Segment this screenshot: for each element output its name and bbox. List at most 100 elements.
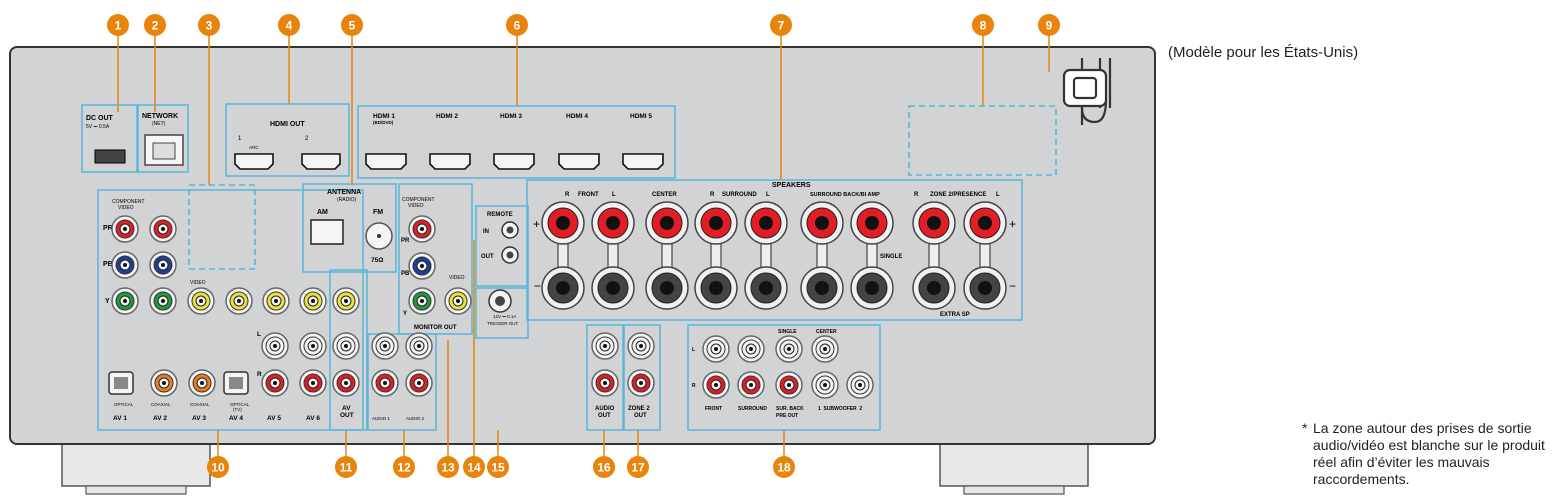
av6-audio-r-jack [299, 369, 327, 397]
speakers-label: SPEAKERS [772, 182, 811, 189]
zone2-out-r-jack [627, 369, 655, 397]
av4-label: AV 4 [229, 415, 243, 422]
rca-jacks [111, 215, 874, 399]
pre-front-l-jack [702, 335, 730, 363]
audio-l-label: L [257, 331, 261, 338]
hdmi4-label: HDMI 4 [566, 113, 588, 120]
av3-label: AV 3 [192, 415, 206, 422]
zone2-out-label2: OUT [634, 413, 647, 419]
front-label: FRONT [578, 192, 599, 198]
av-out-audio-r-jack [332, 369, 360, 397]
monitor-y: Y [403, 311, 407, 317]
callout-2: 2 [144, 14, 166, 36]
av5-label: AV 5 [267, 415, 281, 422]
network-sub: (NET) [152, 121, 166, 127]
coaxial-label-2: COAXIAL [190, 402, 210, 407]
surround-back-label: SURROUND BACK/BI AMP [810, 192, 880, 198]
footnote: * La zone autour des prises de sortie au… [1302, 420, 1553, 488]
optical-av1 [108, 371, 134, 395]
svg-text:5: 5 [349, 19, 356, 33]
monitor-video: VIDEO [449, 275, 465, 281]
dc-out-label: DC OUT [86, 115, 114, 122]
empty-area-8 [908, 105, 1057, 176]
remote-in-jack [501, 221, 519, 239]
callout-1: 1 [107, 14, 129, 36]
fm-label: FM [373, 209, 383, 216]
pre-front-r-jack [702, 371, 730, 399]
monitor-y-jack [408, 287, 436, 315]
callout-9: 9 [1038, 14, 1060, 36]
component-label2: VIDEO [118, 205, 134, 211]
monitor-pb-jack [408, 252, 436, 280]
hdmi-out-ports [234, 153, 341, 170]
audio1-r-jack [371, 369, 399, 397]
component-label: COMPONENT [112, 199, 145, 205]
callout-4: 4 [278, 14, 300, 36]
component-pr-jack-1 [111, 215, 139, 243]
svg-text:9: 9 [1046, 19, 1053, 33]
speaker-terminal-1 [541, 201, 585, 310]
hdmi-out-label: HDMI OUT [270, 121, 305, 128]
remote-out-jack [501, 246, 519, 264]
monitor-pb: PB [401, 271, 410, 277]
zone2-label: ZONE 2/PRESENCE [930, 192, 986, 198]
callout-10: 10 [207, 456, 229, 478]
audio2-l-jack [405, 332, 433, 360]
zone2-r-mark: R [914, 192, 919, 198]
av6-audio-l-jack [299, 332, 327, 360]
svg-text:16: 16 [597, 461, 611, 475]
video-label: VIDEO [190, 280, 206, 286]
pre-l-mark: L [692, 347, 695, 353]
y-label: Y [105, 298, 110, 305]
surround-l-mark: L [766, 192, 770, 198]
audio-r-label: R [257, 371, 262, 378]
subwoofer-label: 1 SUBWOOFER 2 [818, 406, 862, 412]
pre-front-label: FRONT [705, 406, 722, 412]
svg-text:7: 7 [778, 19, 785, 33]
speaker-terminal-9 [963, 201, 1007, 310]
ohm-label: 75Ω [371, 257, 383, 264]
extra-sp-label: EXTRA SP [940, 312, 970, 318]
left-foot [61, 443, 211, 495]
monitor-pr: PR [401, 238, 410, 244]
av2-label: AV 2 [153, 415, 167, 422]
minus-left: − [534, 279, 541, 293]
remote-label: REMOTE [487, 212, 513, 218]
av-out-label2: OUT [340, 412, 354, 419]
svg-text:11: 11 [340, 461, 353, 475]
svg-text:10: 10 [211, 461, 225, 475]
component-pb-jack-2 [149, 251, 177, 279]
callout-17: 17 [627, 456, 649, 478]
audio-out-r-jack [591, 369, 619, 397]
optical-av4 [223, 371, 249, 395]
audio-out-label: AUDIO [595, 406, 615, 412]
leader-lines [117, 34, 1050, 458]
speaker-terminal-3 [645, 201, 689, 310]
power-cord [1062, 58, 1112, 125]
usb-port [94, 149, 126, 164]
speaker-terminal-7 [850, 201, 894, 310]
plus-right: + [1009, 217, 1016, 231]
av-out-video-jack [332, 287, 360, 315]
pre-sur-back-label: SUR. BACK [776, 406, 804, 412]
svg-text:1: 1 [115, 19, 122, 33]
network-label: NETWORK [142, 113, 178, 120]
callout-5: 5 [341, 14, 363, 36]
pre-center-label: CENTER [816, 329, 837, 335]
audio1-l-jack [371, 332, 399, 360]
pre-surround-label: SURROUND [738, 406, 767, 412]
single-label: SINGLE [880, 254, 902, 260]
minus-right: − [1009, 279, 1016, 293]
svg-text:8: 8 [980, 19, 987, 33]
speaker-terminal-2 [591, 201, 635, 310]
remote-out-label: OUT [481, 254, 494, 260]
audio1-label: AUDIO 1 [372, 416, 391, 421]
audio2-r-jack [405, 369, 433, 397]
footnote-star: * [1302, 420, 1308, 436]
video-jack-4 [299, 287, 327, 315]
callout-13: 13 [437, 456, 459, 478]
hdmi3-label: HDMI 3 [500, 113, 522, 120]
coaxial-label-1: COAXIAL [151, 402, 171, 407]
pb-label: PB [103, 261, 113, 268]
